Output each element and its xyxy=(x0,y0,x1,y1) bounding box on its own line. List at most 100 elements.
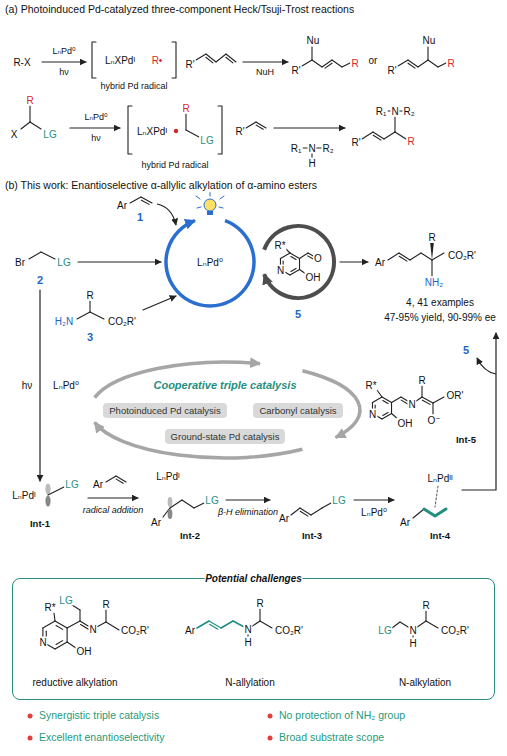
atom-label: 4, 41 examples xyxy=(405,297,475,308)
curved-arrow xyxy=(477,358,496,374)
light-ray xyxy=(197,207,201,208)
bond-line xyxy=(260,621,272,628)
atom-label: Nu xyxy=(306,35,321,46)
atom-label: R xyxy=(446,58,455,69)
double-bond-line xyxy=(209,624,217,629)
double-bond-line xyxy=(206,57,213,63)
bond-line xyxy=(72,605,80,610)
bond-line xyxy=(196,54,206,60)
intermediate-label: Int-4 xyxy=(429,531,451,541)
bond-line xyxy=(41,252,55,259)
atom-label: R' xyxy=(290,65,301,76)
carbonyl-catalyst-circle: R*ONOH xyxy=(260,224,336,300)
bond-line xyxy=(130,197,141,203)
bond-line xyxy=(55,642,67,649)
bond-line xyxy=(90,312,104,319)
bond-line xyxy=(394,117,395,132)
bracket xyxy=(128,106,132,154)
atom-label: LG xyxy=(64,479,79,490)
bond-line xyxy=(426,621,438,628)
light-bulb-icon xyxy=(204,199,216,211)
bond-line xyxy=(299,259,300,270)
bond-line xyxy=(362,132,373,139)
condition-label: NuH xyxy=(255,68,275,78)
atom-label: N xyxy=(368,408,377,419)
bond-line xyxy=(67,628,68,642)
bullet-dot xyxy=(28,714,33,719)
atom-label: H₂N xyxy=(54,316,74,327)
aromatic-bond-line xyxy=(383,412,388,415)
bond-line xyxy=(43,621,55,628)
bond-line xyxy=(302,60,312,66)
double-bond-line xyxy=(256,125,263,129)
orbital-lobe xyxy=(45,496,50,507)
atom-label: 47-95% yield, 90-99% ee xyxy=(383,312,497,323)
condition-label: LₙPd⁰ xyxy=(83,113,108,123)
bond-line xyxy=(342,63,350,67)
reaction-arrow xyxy=(354,499,394,500)
aromatic-bond-line xyxy=(291,268,296,271)
atom-label: R₁ xyxy=(290,143,303,154)
compound-number: 3 xyxy=(86,331,94,343)
atom-label: O⁻ xyxy=(426,415,441,426)
atom-label: Nu xyxy=(422,35,437,46)
bond-line xyxy=(226,54,236,62)
atom-label: R xyxy=(85,290,94,301)
bond-line xyxy=(290,253,300,259)
box-text: Ground-state Pd catalysis xyxy=(171,431,280,442)
bond-line xyxy=(206,54,216,62)
atom-label: LG xyxy=(204,495,219,506)
atom-label: LG xyxy=(377,625,392,636)
bond-line xyxy=(433,397,444,403)
aromatic-bond-line xyxy=(56,641,63,645)
bond-line xyxy=(30,122,41,129)
atom-label: hν xyxy=(21,380,34,391)
aromatic-bond-line xyxy=(383,401,388,404)
structure-caption: N-allylation xyxy=(224,677,275,688)
bond-line xyxy=(427,47,428,60)
reaction-arrow xyxy=(88,497,138,498)
reaction-arrow xyxy=(340,261,368,262)
atom-label: N xyxy=(407,399,416,410)
allyl-band xyxy=(424,509,446,516)
challenges-panel: Potential challengesR*LGNRCO₂R'NOHreduct… xyxy=(12,578,495,700)
bond-line xyxy=(29,106,30,122)
bond-line xyxy=(185,114,186,130)
atom-label: Ar xyxy=(116,200,128,211)
bond-line xyxy=(141,197,152,203)
bond-line xyxy=(55,621,67,628)
cycle-title: Cooperative triple catalysis xyxy=(152,379,297,391)
atom-label: LₙPdᴵ xyxy=(11,490,36,501)
bond-line xyxy=(106,622,119,630)
step-label: β-H elimination xyxy=(217,508,279,518)
bond-line xyxy=(382,397,392,403)
orbital-lobe xyxy=(45,484,50,495)
atom-label: R xyxy=(181,103,190,114)
reaction-arrow xyxy=(226,499,270,500)
bond-line xyxy=(89,301,90,312)
atom-label: Br xyxy=(14,257,26,268)
atom-label: R xyxy=(421,600,430,611)
atom-label: R-X xyxy=(12,57,31,68)
bullet-dot xyxy=(268,736,273,741)
bond-line xyxy=(384,132,395,139)
atom-label: R• xyxy=(151,55,164,66)
bond-line xyxy=(21,122,30,129)
atom-label: Ar xyxy=(399,517,411,528)
bond-line xyxy=(216,54,226,62)
box-text: Carbonyl catalysis xyxy=(259,405,336,416)
atom-label: R' xyxy=(350,137,361,148)
reaction-arrow xyxy=(39,290,40,481)
double-bond-line xyxy=(308,256,313,259)
bond-line xyxy=(422,397,433,403)
atom-label: N xyxy=(408,625,417,636)
aromatic-bond-line xyxy=(291,257,296,260)
atom-label: R' xyxy=(234,126,245,137)
bond-line xyxy=(421,253,432,260)
bond-line xyxy=(170,500,182,508)
atom-label: R xyxy=(255,598,264,609)
condition-label: hybrid Pd radical xyxy=(140,161,209,171)
condition-label: hybrid Pd radical xyxy=(99,82,168,92)
intermediate-label: Int-2 xyxy=(179,531,201,541)
circle-outline xyxy=(260,224,336,300)
